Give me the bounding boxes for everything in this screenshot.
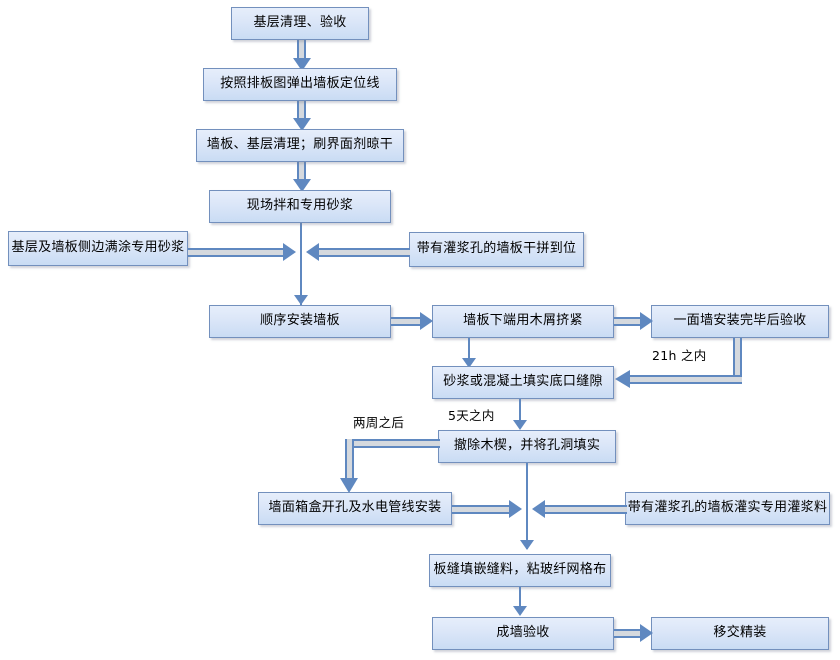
- arrow-head-down-icon: [513, 606, 527, 616]
- node-n8[interactable]: 墙板下端用木屑挤紧: [432, 305, 614, 338]
- connector-n11-n12-vertical: [345, 439, 354, 481]
- connector-n8-n9: [614, 312, 653, 330]
- connector-shaft: [614, 628, 641, 638]
- arrow-head-right-icon: [420, 312, 433, 330]
- connector-shaft: [391, 316, 421, 326]
- connector-n5-n7: [188, 243, 296, 261]
- arrow-head-down-icon: [462, 358, 476, 368]
- arrow-head-right-icon: [640, 624, 653, 642]
- connector-shaft: [614, 316, 641, 326]
- connector-n13-n14: [532, 500, 627, 518]
- node-n4[interactable]: 现场拌和专用砂浆: [209, 190, 391, 223]
- arrow-head-down-icon: [292, 179, 311, 192]
- node-n12[interactable]: 墙面箱盒开孔及水电管线安装: [258, 492, 452, 525]
- node-label: 撤除木楔，并将孔洞填实: [453, 438, 601, 454]
- connector-shaft: [452, 504, 510, 514]
- arrow-head-down-icon: [292, 118, 311, 131]
- connector-n11-n12-horizontal: [345, 439, 440, 448]
- connector-n12-n14: [452, 500, 522, 518]
- node-n13[interactable]: 带有灌浆孔的墙板灌实专用灌浆料: [625, 492, 830, 525]
- node-label: 基层及墙板侧边满涂专用砂浆: [11, 240, 185, 256]
- connector-n4-to-junction: [300, 222, 302, 307]
- connector-shaft: [297, 100, 306, 120]
- arrow-head-right-icon: [283, 243, 296, 261]
- arrow-head-left-icon: [532, 500, 545, 518]
- connector-n2-n3: [292, 100, 311, 131]
- edge-label-5days: 5天之内: [448, 408, 495, 423]
- edge-label-2weeks: 两周之后: [353, 415, 405, 430]
- connector-shaft: [544, 504, 627, 514]
- connector-shaft: [297, 161, 306, 181]
- node-n5[interactable]: 基层及墙板侧边满涂专用砂浆: [8, 231, 188, 266]
- connector-n8-n10: [468, 338, 470, 362]
- node-label: 带有灌浆孔的墙板灌实专用灌浆料: [627, 500, 828, 516]
- connector-n15-n16: [614, 624, 653, 642]
- connector-shaft: [318, 247, 410, 257]
- node-label: 按照排板图弹出墙板定位线: [220, 76, 380, 92]
- node-n2[interactable]: 按照排板图弹出墙板定位线: [203, 68, 397, 101]
- arrow-head-down-icon: [513, 420, 527, 430]
- arrow-head-right-icon: [640, 312, 653, 330]
- node-label: 带有灌浆孔的墙板干拼到位: [416, 241, 577, 257]
- node-n14[interactable]: 板缝填嵌缝料，粘玻纤网格布: [429, 554, 611, 587]
- node-label: 顺序安装墙板: [260, 313, 340, 329]
- node-n3[interactable]: 墙板、基层清理；刷界面剂晾干: [196, 129, 404, 162]
- node-n9[interactable]: 一面墙安装完毕后验收: [651, 305, 829, 338]
- arrow-head-down-icon: [294, 295, 308, 305]
- edge-label-21h: 21h 之内: [652, 348, 707, 363]
- node-n11[interactable]: 撤除木楔，并将孔洞填实: [438, 430, 616, 463]
- node-n7[interactable]: 顺序安装墙板: [209, 305, 391, 338]
- node-label: 一面墙安装完毕后验收: [673, 313, 807, 329]
- arrow-head-left-icon: [306, 243, 319, 261]
- node-n6[interactable]: 带有灌浆孔的墙板干拼到位: [409, 232, 584, 267]
- node-label: 墙板下端用木屑挤紧: [463, 313, 583, 329]
- connector-n6-n7: [306, 243, 410, 261]
- connector-n7-n8: [391, 312, 433, 330]
- node-label: 成墙验收: [496, 625, 550, 641]
- connector-n1-n2: [292, 40, 311, 71]
- connector-n14-n15: [519, 587, 521, 613]
- node-label: 基层清理、验收: [253, 15, 347, 31]
- node-n16[interactable]: 移交精装: [651, 617, 829, 650]
- connector-shaft: [297, 40, 306, 60]
- node-label: 墙板、基层清理；刷界面剂晾干: [206, 137, 394, 153]
- node-n1[interactable]: 基层清理、验收: [231, 7, 369, 40]
- connector-n9-n10-horizontal: [630, 375, 742, 384]
- connector-shaft: [188, 247, 284, 257]
- connector-n3-n4: [292, 161, 311, 192]
- connector-n11-n12-head-wrap: [340, 478, 358, 493]
- connector-n11-to-junction: [526, 463, 528, 549]
- arrow-head-down-icon: [520, 540, 534, 550]
- node-label: 砂浆或混凝土填实底口缝隙: [443, 374, 603, 390]
- arrow-head-down-icon: [292, 58, 311, 71]
- node-label: 板缝填嵌缝料，粘玻纤网格布: [433, 562, 607, 578]
- arrow-head-right-icon: [509, 500, 522, 518]
- connector-n10-n11: [519, 399, 521, 427]
- node-label: 移交精装: [713, 625, 767, 641]
- connector-n9-n10-vertical: [733, 338, 742, 384]
- node-label: 墙面箱盒开孔及水电管线安装: [268, 500, 442, 516]
- node-label: 现场拌和专用砂浆: [246, 198, 354, 214]
- node-n10[interactable]: 砂浆或混凝土填实底口缝隙: [432, 366, 614, 399]
- node-n15[interactable]: 成墙验收: [432, 617, 614, 650]
- connector-n9-n10-head-wrap: [615, 370, 630, 388]
